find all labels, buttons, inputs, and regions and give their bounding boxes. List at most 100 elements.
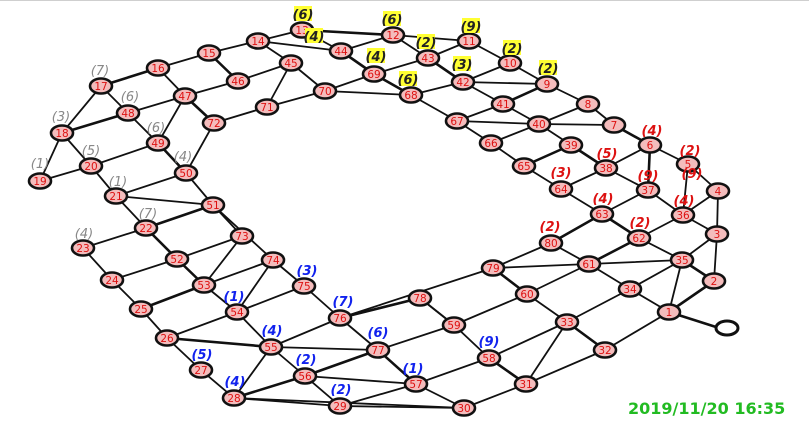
node-ellipse[interactable] [513,375,539,393]
node-ellipse[interactable] [441,316,467,334]
node-ellipse[interactable] [328,42,354,60]
node-69[interactable]: 69 [361,65,387,83]
node-39[interactable]: 39 [558,136,584,154]
node-32[interactable]: 32 [592,341,618,359]
node-45[interactable]: 45 [278,54,304,72]
node-ellipse[interactable] [115,104,141,122]
node-ellipse[interactable] [669,251,695,269]
node-ellipse[interactable] [188,361,214,379]
node-ellipse[interactable] [154,329,180,347]
node-55[interactable]: 55 [258,338,284,356]
node-ellipse[interactable] [133,219,159,237]
node-42[interactable]: 42 [450,73,476,91]
node-11[interactable]: 11 [456,32,482,50]
node-ellipse[interactable] [526,115,552,133]
node-27[interactable]: 27 [188,361,214,379]
node-ellipse[interactable] [361,65,387,83]
node-73[interactable]: 73 [229,227,255,245]
node-ellipse[interactable] [514,285,540,303]
node-ellipse[interactable] [403,375,429,393]
node-ellipse[interactable] [407,289,433,307]
node-76[interactable]: 76 [327,309,353,327]
node-15[interactable]: 15 [196,44,222,62]
node-ellipse[interactable] [554,313,580,331]
node-71[interactable]: 71 [254,98,280,116]
node-ellipse[interactable] [593,159,619,177]
node-47[interactable]: 47 [172,87,198,105]
node-ellipse[interactable] [292,367,318,385]
node-38[interactable]: 38 [593,159,619,177]
node-ellipse[interactable] [456,32,482,50]
node-21[interactable]: 21 [103,187,129,205]
node-12[interactable]: 12 [380,26,406,44]
node-ellipse[interactable] [254,98,280,116]
node-24[interactable]: 24 [99,271,125,289]
node-14[interactable]: 14 [245,32,271,50]
node-57[interactable]: 57 [403,375,429,393]
node-ellipse[interactable] [670,206,696,224]
node-ellipse[interactable] [128,300,154,318]
edge-56-28[interactable] [232,374,307,400]
node-40[interactable]: 40 [526,115,552,133]
node-ellipse[interactable] [675,155,701,173]
node-ellipse[interactable] [497,54,523,72]
node-68[interactable]: 68 [398,86,424,104]
edge-53-74[interactable] [203,259,274,286]
node-ellipse[interactable] [88,77,114,95]
node-26[interactable]: 26 [154,329,180,347]
edge-49-20[interactable] [90,142,159,167]
node-6[interactable]: 6 [637,136,663,154]
node-28[interactable]: 28 [221,389,247,407]
edge-55-76[interactable] [270,317,341,348]
edge-74-54[interactable] [236,259,274,313]
edge-67-40[interactable] [456,120,540,125]
edge-34-33[interactable] [566,288,631,323]
node-64[interactable]: 64 [548,180,574,198]
node-60[interactable]: 60 [514,285,540,303]
node-43[interactable]: 43 [415,49,441,67]
edge-77-55[interactable] [270,346,379,351]
node-50[interactable]: 50 [173,164,199,182]
node-33[interactable]: 33 [554,313,580,331]
node-ellipse[interactable] [200,196,226,214]
node-ellipse[interactable] [291,277,317,295]
node-ellipse[interactable] [398,86,424,104]
edge-75-54[interactable] [236,285,305,313]
node-ellipse[interactable] [201,114,227,132]
node-4[interactable]: 4 [705,182,731,200]
node-25[interactable]: 25 [128,300,154,318]
edge-28-55[interactable] [233,346,272,399]
node-72[interactable]: 72 [201,114,227,132]
node-52[interactable]: 52 [164,250,190,268]
node-46[interactable]: 46 [225,72,251,90]
node-59[interactable]: 59 [441,316,467,334]
edge-61-35[interactable] [588,259,683,265]
edge-78-76[interactable] [338,296,422,320]
node-ellipse[interactable] [511,157,537,175]
node-36[interactable]: 36 [670,206,696,224]
node-ellipse[interactable] [444,112,470,130]
node-23[interactable]: 23 [70,239,96,257]
node-ellipse[interactable] [601,116,627,134]
node-41[interactable]: 41 [490,95,516,113]
node-ellipse[interactable] [415,49,441,67]
node-77[interactable]: 77 [365,341,391,359]
node-79[interactable]: 79 [480,259,506,277]
node-78[interactable]: 78 [407,289,433,307]
node-80[interactable]: 80 [538,234,564,252]
node-ellipse[interactable] [327,309,353,327]
node-ellipse[interactable] [617,280,643,298]
edge-72-50[interactable] [185,122,215,174]
node-ellipse[interactable] [258,338,284,356]
node-61[interactable]: 61 [576,255,602,273]
node-ellipse[interactable] [229,227,255,245]
node-63[interactable]: 63 [589,205,615,223]
node-ellipse[interactable] [245,32,271,50]
node-ellipse[interactable] [103,187,129,205]
edge-26-54[interactable] [166,311,238,339]
edge-60-61[interactable] [526,263,590,295]
edge-51-22[interactable] [144,203,215,230]
node-58[interactable]: 58 [476,349,502,367]
node-ellipse[interactable] [476,349,502,367]
node-65[interactable]: 65 [511,157,537,175]
